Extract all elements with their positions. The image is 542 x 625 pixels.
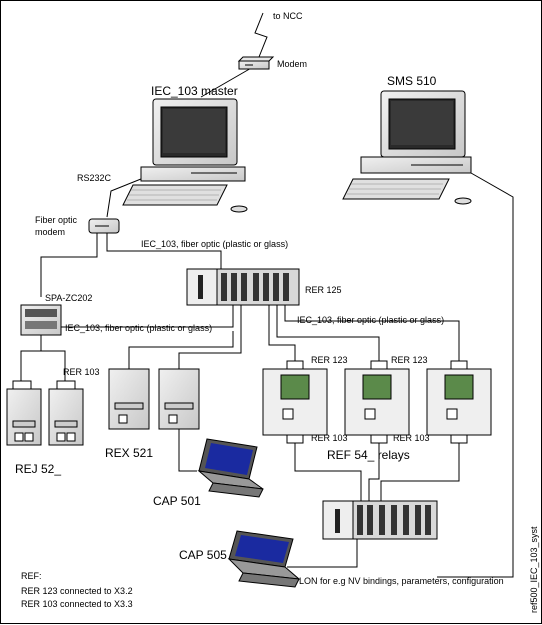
cap501-label: CAP 501 (153, 494, 201, 508)
modem-label: Modem (277, 59, 307, 69)
rer103-mid-a-label: RER 103 (311, 433, 348, 443)
iec103-fiber-top-label: IEC_103, fiber optic (plastic or glass) (141, 239, 288, 249)
iec103-master-label: IEC_103 master (151, 84, 238, 98)
spa-zc202-label: SPA-ZC202 (45, 293, 92, 303)
rer103-mid-b-label: RER 103 (393, 433, 430, 443)
rs232c-label: RS232C (77, 173, 112, 183)
lon-note-label: LON for e.g NV bindings, parameters, con… (299, 576, 504, 586)
rer103-left-label: RER 103 (63, 367, 100, 377)
fiber-optic-modem-label-2: modem (35, 227, 65, 237)
ref-title-label: REF: (21, 571, 42, 581)
ref54-relays (262, 360, 492, 444)
rer123-a-label: RER 123 (311, 355, 348, 365)
cap505-laptop (227, 530, 301, 588)
ref-line1-label: RER 123 connected to X3.2 (21, 586, 133, 596)
fiber-optic-modem-label-1: Fiber optic (35, 215, 78, 225)
rex521-relays (108, 368, 200, 430)
ref-line2-label: RER 103 connected to X3.3 (21, 599, 133, 609)
connection-lines (20, 12, 514, 578)
iec103-master-computer (122, 98, 248, 213)
side-code-label: ref500_IEC_103_syst (529, 526, 539, 613)
cap505-label: CAP 505 (179, 548, 227, 562)
rer123-b-label: RER 123 (391, 355, 428, 365)
rej52-relays (6, 380, 84, 446)
cap501-laptop (197, 438, 264, 498)
ref54-relays-label: REF 54_ relays (327, 448, 410, 462)
rer125-label: RER 125 (305, 285, 342, 295)
to-ncc-label: to NCC (273, 11, 303, 21)
spa-zc202-device (20, 304, 62, 336)
modem-device (237, 56, 275, 70)
rer125-rack (186, 268, 300, 306)
sms510-label: SMS 510 (387, 74, 437, 88)
rex521-label: REX 521 (105, 446, 153, 460)
iec103-fiber-left-label: IEC_103, fiber optic (plastic or glass) (65, 323, 212, 333)
iec103-fiber-right-label: IEC_103, fiber optic (plastic or glass) (297, 315, 444, 325)
fiber-optic-modem (88, 218, 120, 234)
rej52-label: REJ 52_ (15, 462, 61, 476)
sms510-computer (342, 90, 472, 205)
lon-rack (322, 500, 438, 540)
